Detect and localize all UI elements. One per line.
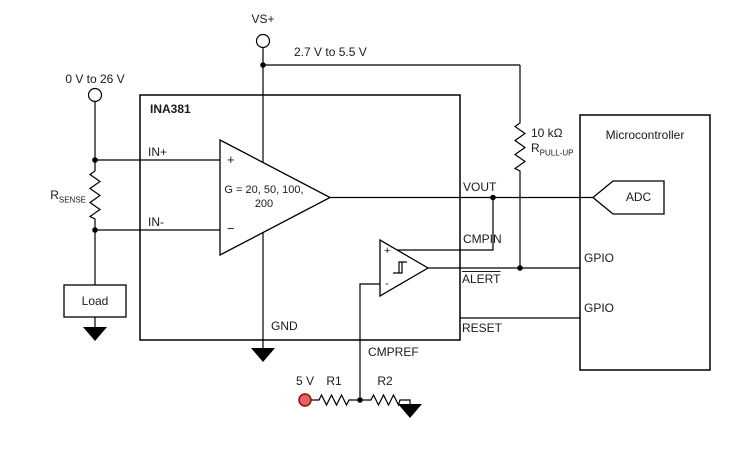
pin-cmpref-label: CMPREF — [368, 345, 419, 359]
adc-shape — [591, 180, 665, 215]
rsense-sub: SENSE — [58, 195, 86, 205]
v5-label: 5 V — [295, 374, 314, 388]
resistor-r1 — [316, 393, 352, 407]
rsense-label: RSENSE — [28, 188, 86, 207]
ina381-name-label: INA381 — [150, 102, 191, 116]
pin-alert-label: ALERT — [462, 272, 500, 286]
r2-label: R2 — [377, 374, 393, 388]
wires — [94, 47, 593, 404]
resistor-r2 — [368, 393, 402, 407]
junction-dots — [92, 62, 523, 403]
r1-label: R1 — [326, 374, 342, 388]
comparator-minus-label: - — [385, 278, 389, 290]
comparator-plus-label: + — [384, 245, 391, 257]
rpullup-value-label: 10 kΩ — [531, 126, 563, 140]
alert-text: ALERT — [462, 272, 501, 286]
ina381-box — [139, 94, 461, 341]
pin-cmpin-label: CMPIN — [463, 232, 502, 246]
pin-in-minus-label: IN- — [148, 215, 164, 229]
resistor-rpullup — [513, 120, 527, 174]
rpullup-ref: R — [531, 141, 540, 155]
amp-gain-label: G = 20, 50, 100, 200 — [224, 184, 304, 210]
ground-icon-load — [83, 327, 107, 341]
gpio-reset-label: GPIO — [584, 301, 615, 315]
resistor-rsense — [88, 168, 102, 222]
vs-terminal-icon — [255, 33, 271, 49]
amp-minus-label: − — [227, 221, 235, 236]
gpio-alert-label: GPIO — [584, 251, 615, 265]
input-terminal-icon — [87, 87, 103, 103]
input-range-label: 0 V to 26 V — [65, 72, 125, 86]
comparator-triangle — [379, 238, 430, 298]
v5-source-icon — [298, 393, 312, 407]
load-label: Load — [81, 294, 109, 308]
pin-reset-label: RESET — [462, 321, 503, 335]
microcontroller-box — [579, 114, 711, 371]
pin-in-plus-label: IN+ — [148, 145, 168, 159]
vs-plus-label: VS+ — [251, 12, 275, 26]
rpullup-sub: PULL-UP — [539, 148, 574, 158]
pin-vout-label: VOUT — [463, 180, 497, 194]
hysteresis-icon — [393, 261, 407, 274]
pin-gnd-label: GND — [271, 319, 298, 333]
microcontroller-name-label: Microcontroller — [605, 128, 685, 142]
amp-plus-label: + — [227, 152, 235, 167]
adc-label: ADC — [625, 190, 652, 204]
supply-range-label: 2.7 V to 5.5 V — [294, 45, 367, 59]
rpullup-ref-label: RPULL-UP — [531, 141, 573, 160]
amplifier-triangle — [219, 138, 332, 257]
ground-icon-gnd — [251, 348, 275, 362]
rsense-ref: R — [50, 188, 59, 202]
ground-icon-divider — [398, 404, 422, 418]
